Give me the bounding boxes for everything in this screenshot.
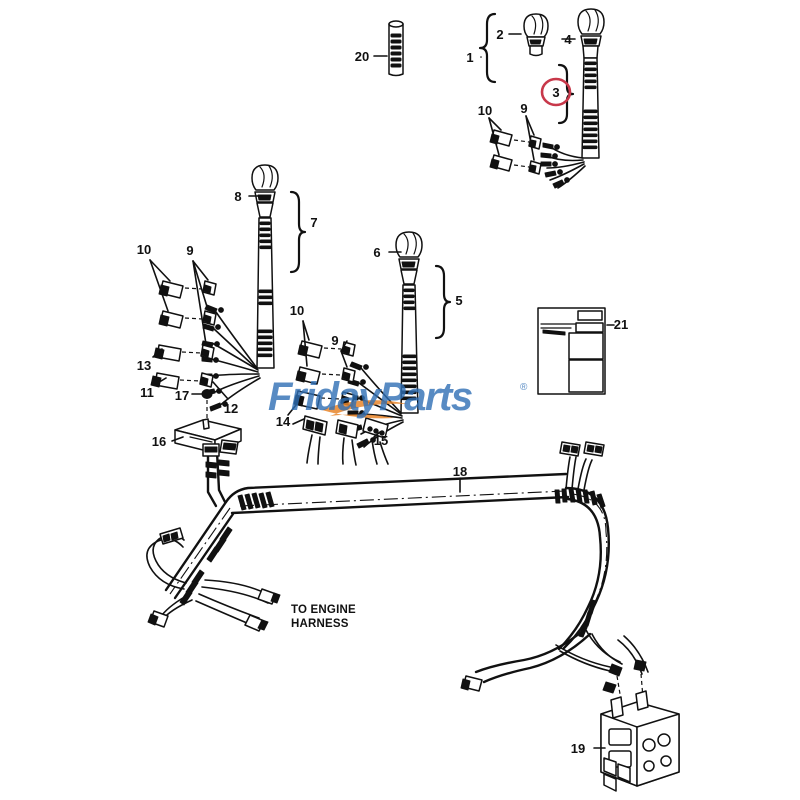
callout-16: 16 (152, 434, 166, 449)
connector-group-center (287, 320, 356, 416)
harness-right-branches (559, 441, 605, 491)
bracket-item-1 (478, 12, 497, 84)
callout-8: 8 (234, 189, 241, 204)
part-6-joystick-knob-center (388, 231, 423, 285)
callout-2: 2 (496, 27, 503, 42)
connector-group-top-right (488, 115, 542, 175)
callout-11: 11 (140, 385, 154, 400)
part-5-lever-harness-column-center (400, 264, 452, 414)
connector-cluster-14-15 (292, 415, 389, 466)
callout-labels: 1 2 3 4 5 6 7 8 9 9 9 10 10 10 11 12 13 … (137, 27, 628, 756)
callout-10b: 10 (290, 303, 304, 318)
engine-harness-note-line1: TO ENGINE (291, 604, 356, 616)
callout-9b: 9 (331, 333, 338, 348)
part-17-retaining-screw (191, 389, 213, 424)
callout-15: 15 (374, 433, 388, 448)
callout-1: 1 (466, 50, 473, 65)
callout-9c: 9 (520, 101, 527, 116)
callout-17: 17 (175, 388, 189, 403)
engine-harness-note: TO ENGINE HARNESS (291, 604, 356, 630)
part-21-instruction-decal (537, 307, 615, 395)
callout-10c: 10 (478, 103, 492, 118)
callout-3: 3 (552, 85, 559, 100)
callout-20: 20 (355, 49, 369, 64)
harness-valve-branches (460, 626, 649, 701)
part-7-lever-harness-column-left (256, 190, 307, 369)
part-20-ribbed-sleeve (373, 20, 404, 77)
connector-group-left (149, 259, 229, 400)
callout-18: 18 (453, 464, 467, 479)
callout-14: 14 (276, 414, 291, 429)
callout-7: 7 (310, 215, 317, 230)
callout-9a: 9 (186, 243, 193, 258)
part-3-lever-harness-column (540, 57, 600, 189)
highlight-circle-item-3 (540, 77, 572, 107)
callout-13: 13 (137, 358, 151, 373)
part-4-joystick-knob-assembly (561, 8, 605, 59)
callout-6: 6 (373, 245, 380, 260)
part-8-joystick-knob-left (248, 164, 279, 218)
part-19-hydraulic-control-valve (593, 690, 680, 792)
callout-21: 21 (614, 317, 628, 332)
callout-5: 5 (455, 293, 462, 308)
part-2-joystick-knob (508, 13, 549, 57)
engine-harness-note-line2: HARNESS (291, 618, 349, 630)
part-18-main-wiring-harness (164, 472, 610, 651)
callout-12: 12 (224, 401, 238, 416)
harness-left-branches (146, 439, 281, 632)
callout-4: 4 (564, 32, 572, 47)
callout-19: 19 (571, 741, 585, 756)
wire-fan-left (201, 304, 261, 412)
callout-10a: 10 (137, 242, 151, 257)
